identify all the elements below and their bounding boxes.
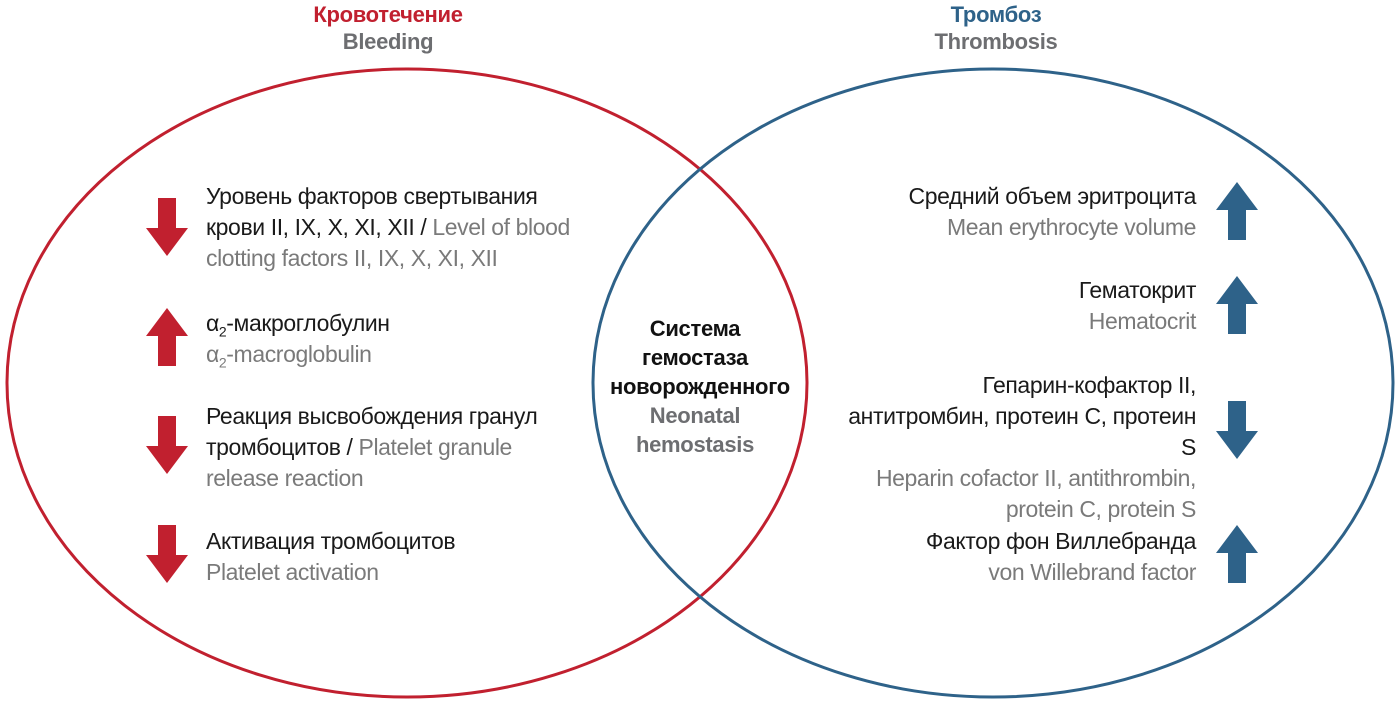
- arrow-up-icon: [1216, 525, 1258, 583]
- bleeding-title-en: Bleeding: [342, 29, 434, 54]
- thrombosis-item-hematocrit: Гематокрит Hematocrit: [946, 275, 1197, 337]
- thrombosis-title-en: Thrombosis: [934, 29, 1058, 54]
- item-en: Platelet granule release reaction: [206, 434, 512, 491]
- thrombosis-item-anticoagulants: Гепарин-кофактор II, антитромбин, протеи…: [836, 370, 1196, 525]
- item-en: -macroglobulin: [226, 341, 372, 367]
- center-label-en: Neonatal hemostasis: [635, 403, 755, 457]
- thrombosis-circle: [591, 67, 1395, 699]
- arrow-down-icon: [146, 416, 188, 474]
- item-en: Heparin cofactor II, antithrombin, prote…: [875, 465, 1196, 522]
- arrow-up-icon: [1216, 276, 1258, 334]
- arrow-up-icon: [1216, 182, 1258, 240]
- bleeding-item-macroglobulin: α2-макроглобулин α2-macroglobulin: [206, 308, 586, 370]
- item-en-prefix: α: [206, 341, 219, 367]
- bleeding-item-platelet-activation: Активация тромбоцитов Platelet activatio…: [206, 526, 586, 588]
- thrombosis-item-vwf: Фактор фон Виллебранда von Willebrand fa…: [896, 526, 1196, 588]
- bleeding-title-ru: Кровотечение: [313, 2, 463, 27]
- item-ru: Уровень факторов свертывания крови II, I…: [206, 183, 538, 240]
- item-ru: Гематокрит: [1078, 277, 1197, 303]
- arrow-down-icon: [1216, 401, 1258, 459]
- item-en: Mean erythrocyte volume: [946, 214, 1196, 240]
- thrombosis-title-ru: Тромбоз: [950, 2, 1042, 27]
- bleeding-item-granule-release: Реакция высвобождения гранул тромбоцитов…: [206, 401, 576, 494]
- item-en: von Willebrand factor: [988, 559, 1196, 585]
- item-ru: Реакция высвобождения гранул тромбоцитов…: [206, 403, 538, 460]
- item-ru-sub: 2: [218, 323, 227, 340]
- arrow-up-icon: [146, 308, 188, 366]
- item-ru-prefix: α: [206, 310, 219, 336]
- bleeding-circle: [5, 67, 809, 699]
- item-ru: Средний объем эритроцита: [908, 183, 1197, 209]
- item-ru: Активация тромбоцитов: [206, 528, 456, 554]
- thrombosis-item-mcv: Средний объем эритроцита Mean erythrocyt…: [846, 181, 1197, 243]
- bleeding-item-clotting-factors: Уровень факторов свертывания крови II, I…: [206, 181, 586, 274]
- item-en-sub: 2: [218, 354, 227, 371]
- item-ru: -макроглобулин: [226, 310, 390, 336]
- item-en: Platelet activation: [206, 559, 379, 585]
- item-ru: Гепарин-кофактор II, антитромбин, протеи…: [848, 372, 1196, 460]
- center-label-ru: Система гемостаза новорожденного: [610, 316, 790, 399]
- item-en: Level of blood clotting factors II, IX, …: [206, 214, 570, 271]
- item-en: Hematocrit: [1088, 308, 1197, 334]
- center-label: Система гемостаза новорожденного Neonata…: [595, 314, 795, 459]
- arrow-down-icon: [146, 525, 188, 583]
- arrow-down-icon: [146, 198, 188, 256]
- item-ru: Фактор фон Виллебранда: [925, 528, 1196, 554]
